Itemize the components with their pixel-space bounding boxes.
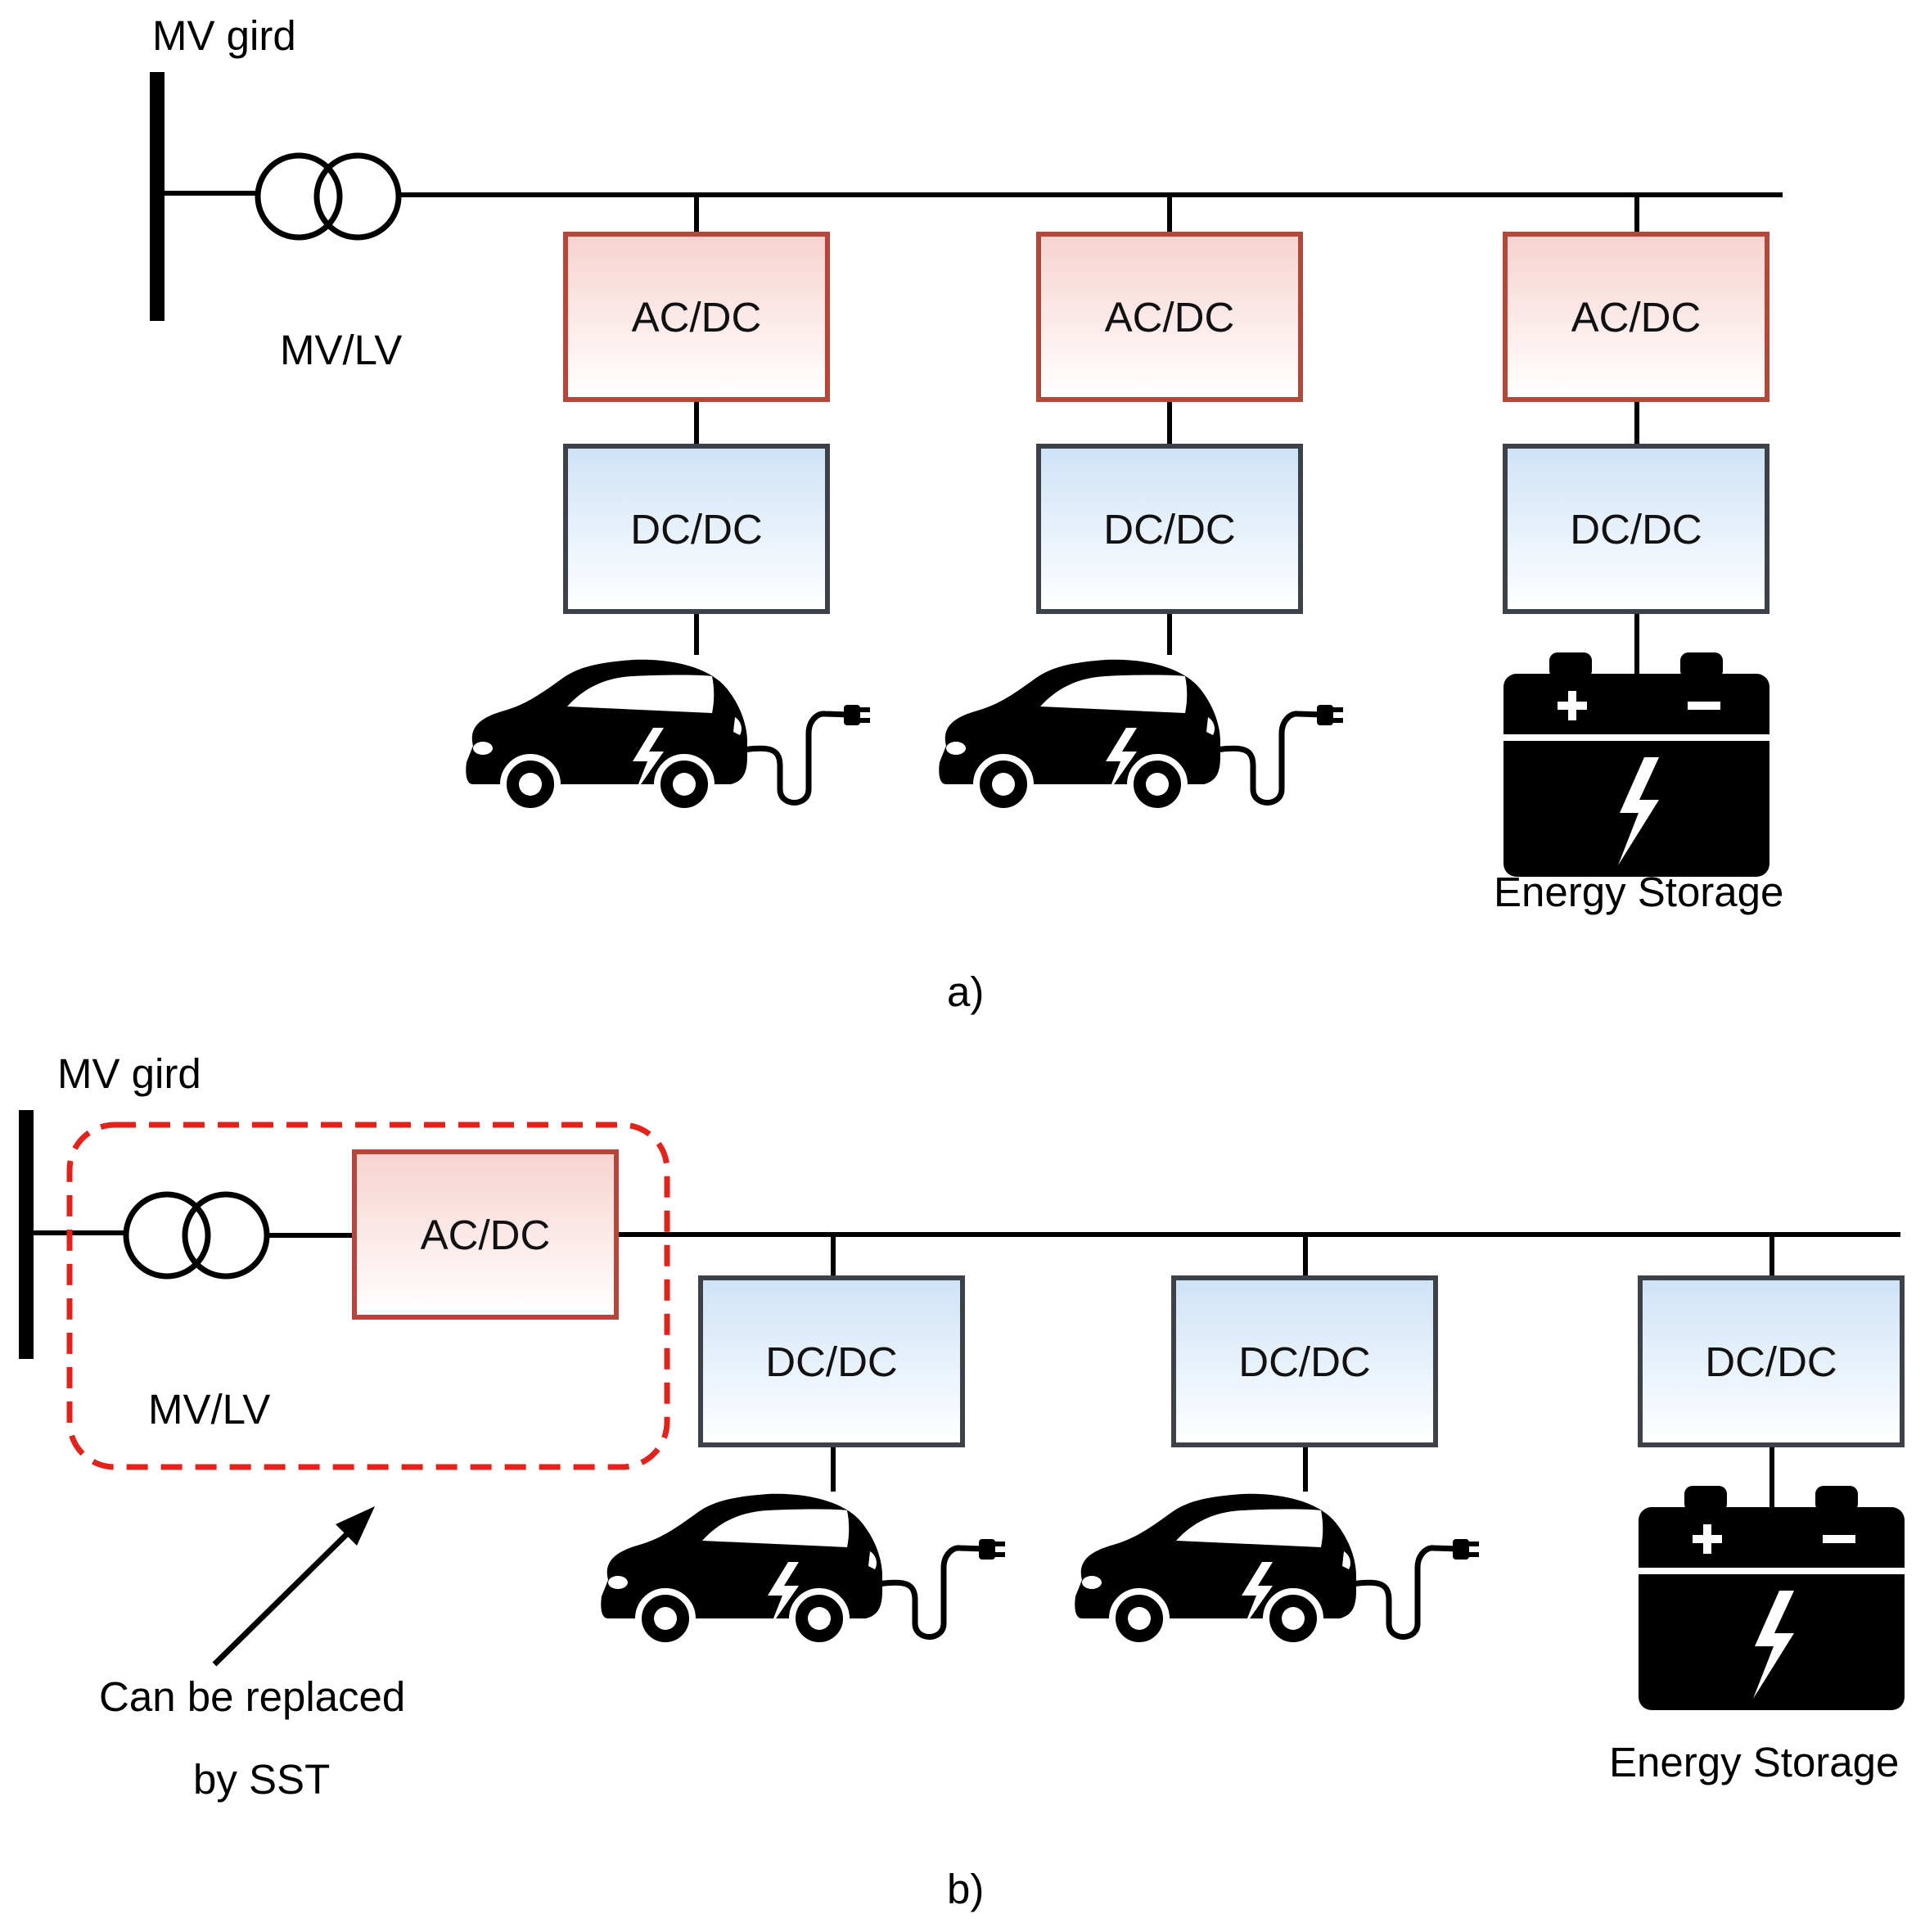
transformer-label-a: MV/LV — [280, 327, 403, 373]
caption-a: a) — [947, 968, 985, 1015]
battery-icon — [1503, 652, 1769, 877]
transformer-icon — [123, 1191, 270, 1280]
ac-dc-converter-box: AC/DC — [563, 232, 830, 402]
transformer-label-b: MV/LV — [148, 1386, 271, 1433]
dc-dc-converter-box: DC/DC — [698, 1275, 965, 1447]
caption-b: b) — [947, 1866, 985, 1912]
electric-car-icon — [466, 660, 870, 811]
dc-dc-converter-box: DC/DC — [563, 444, 830, 614]
panel-a — [150, 72, 1783, 877]
sst-highlight-box — [66, 1122, 670, 1470]
transformer-icon — [255, 152, 402, 241]
dc-dc-converter-box: DC/DC — [1036, 444, 1303, 614]
dc-dc-converter-box: DC/DC — [1503, 444, 1769, 614]
storage-label-b: Energy Storage — [1609, 1739, 1900, 1785]
dc-dc-converter-box: DC/DC — [1171, 1275, 1438, 1447]
storage-label-a: Energy Storage — [1494, 869, 1784, 915]
annotation-line-2: by SST — [193, 1756, 331, 1803]
dc-dc-converter-box: DC/DC — [1638, 1275, 1905, 1447]
electric-car-icon — [1075, 1494, 1479, 1645]
mv-grid-bus-a — [150, 72, 165, 321]
ac-dc-converter-box: AC/DC — [1036, 232, 1303, 402]
panel-b — [19, 1110, 1905, 1710]
ac-dc-converter-box: AC/DC — [1503, 232, 1769, 402]
annotation-line-1: Can be replaced — [99, 1673, 406, 1720]
electric-car-icon — [939, 660, 1343, 811]
arrow-icon — [212, 1506, 375, 1667]
grid-label-a: MV gird — [152, 12, 296, 59]
electric-car-icon — [601, 1494, 1005, 1645]
grid-label-b: MV gird — [57, 1050, 201, 1097]
ac-dc-converter-box: AC/DC — [352, 1149, 619, 1320]
battery-icon — [1639, 1486, 1905, 1710]
